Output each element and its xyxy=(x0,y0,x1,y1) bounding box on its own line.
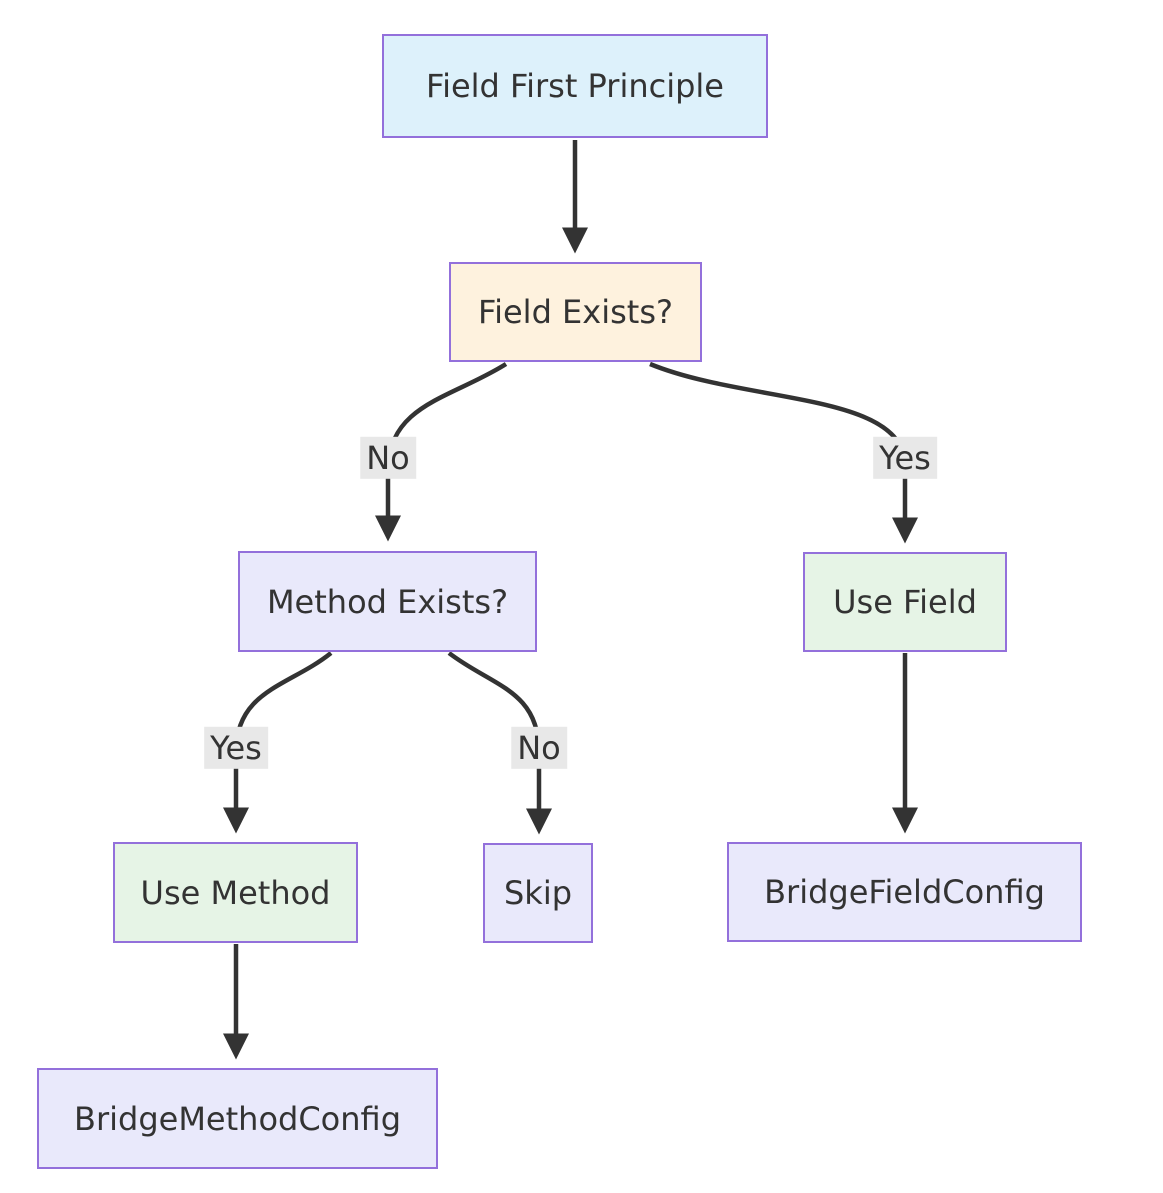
node-skip: Skip xyxy=(483,843,593,943)
edge-field-exists-to-use-field xyxy=(649,361,918,544)
node-field-exists: Field Exists? xyxy=(449,262,702,362)
node-bridge-method-config: BridgeMethodConfig xyxy=(37,1068,438,1169)
node-use-method: Use Method xyxy=(113,842,358,943)
edge-label-method-exists-no: No xyxy=(511,726,567,770)
edge-label-field-exists-yes: Yes xyxy=(873,436,937,480)
edge-label-field-exists-no: No xyxy=(360,436,416,480)
node-field-first-principle: Field First Principle xyxy=(382,34,768,138)
node-use-field: Use Field xyxy=(803,552,1007,652)
node-bridge-field-config: BridgeFieldConfig xyxy=(727,842,1082,942)
node-method-exists: Method Exists? xyxy=(238,551,537,652)
edge-label-method-exists-yes: Yes xyxy=(204,726,268,770)
